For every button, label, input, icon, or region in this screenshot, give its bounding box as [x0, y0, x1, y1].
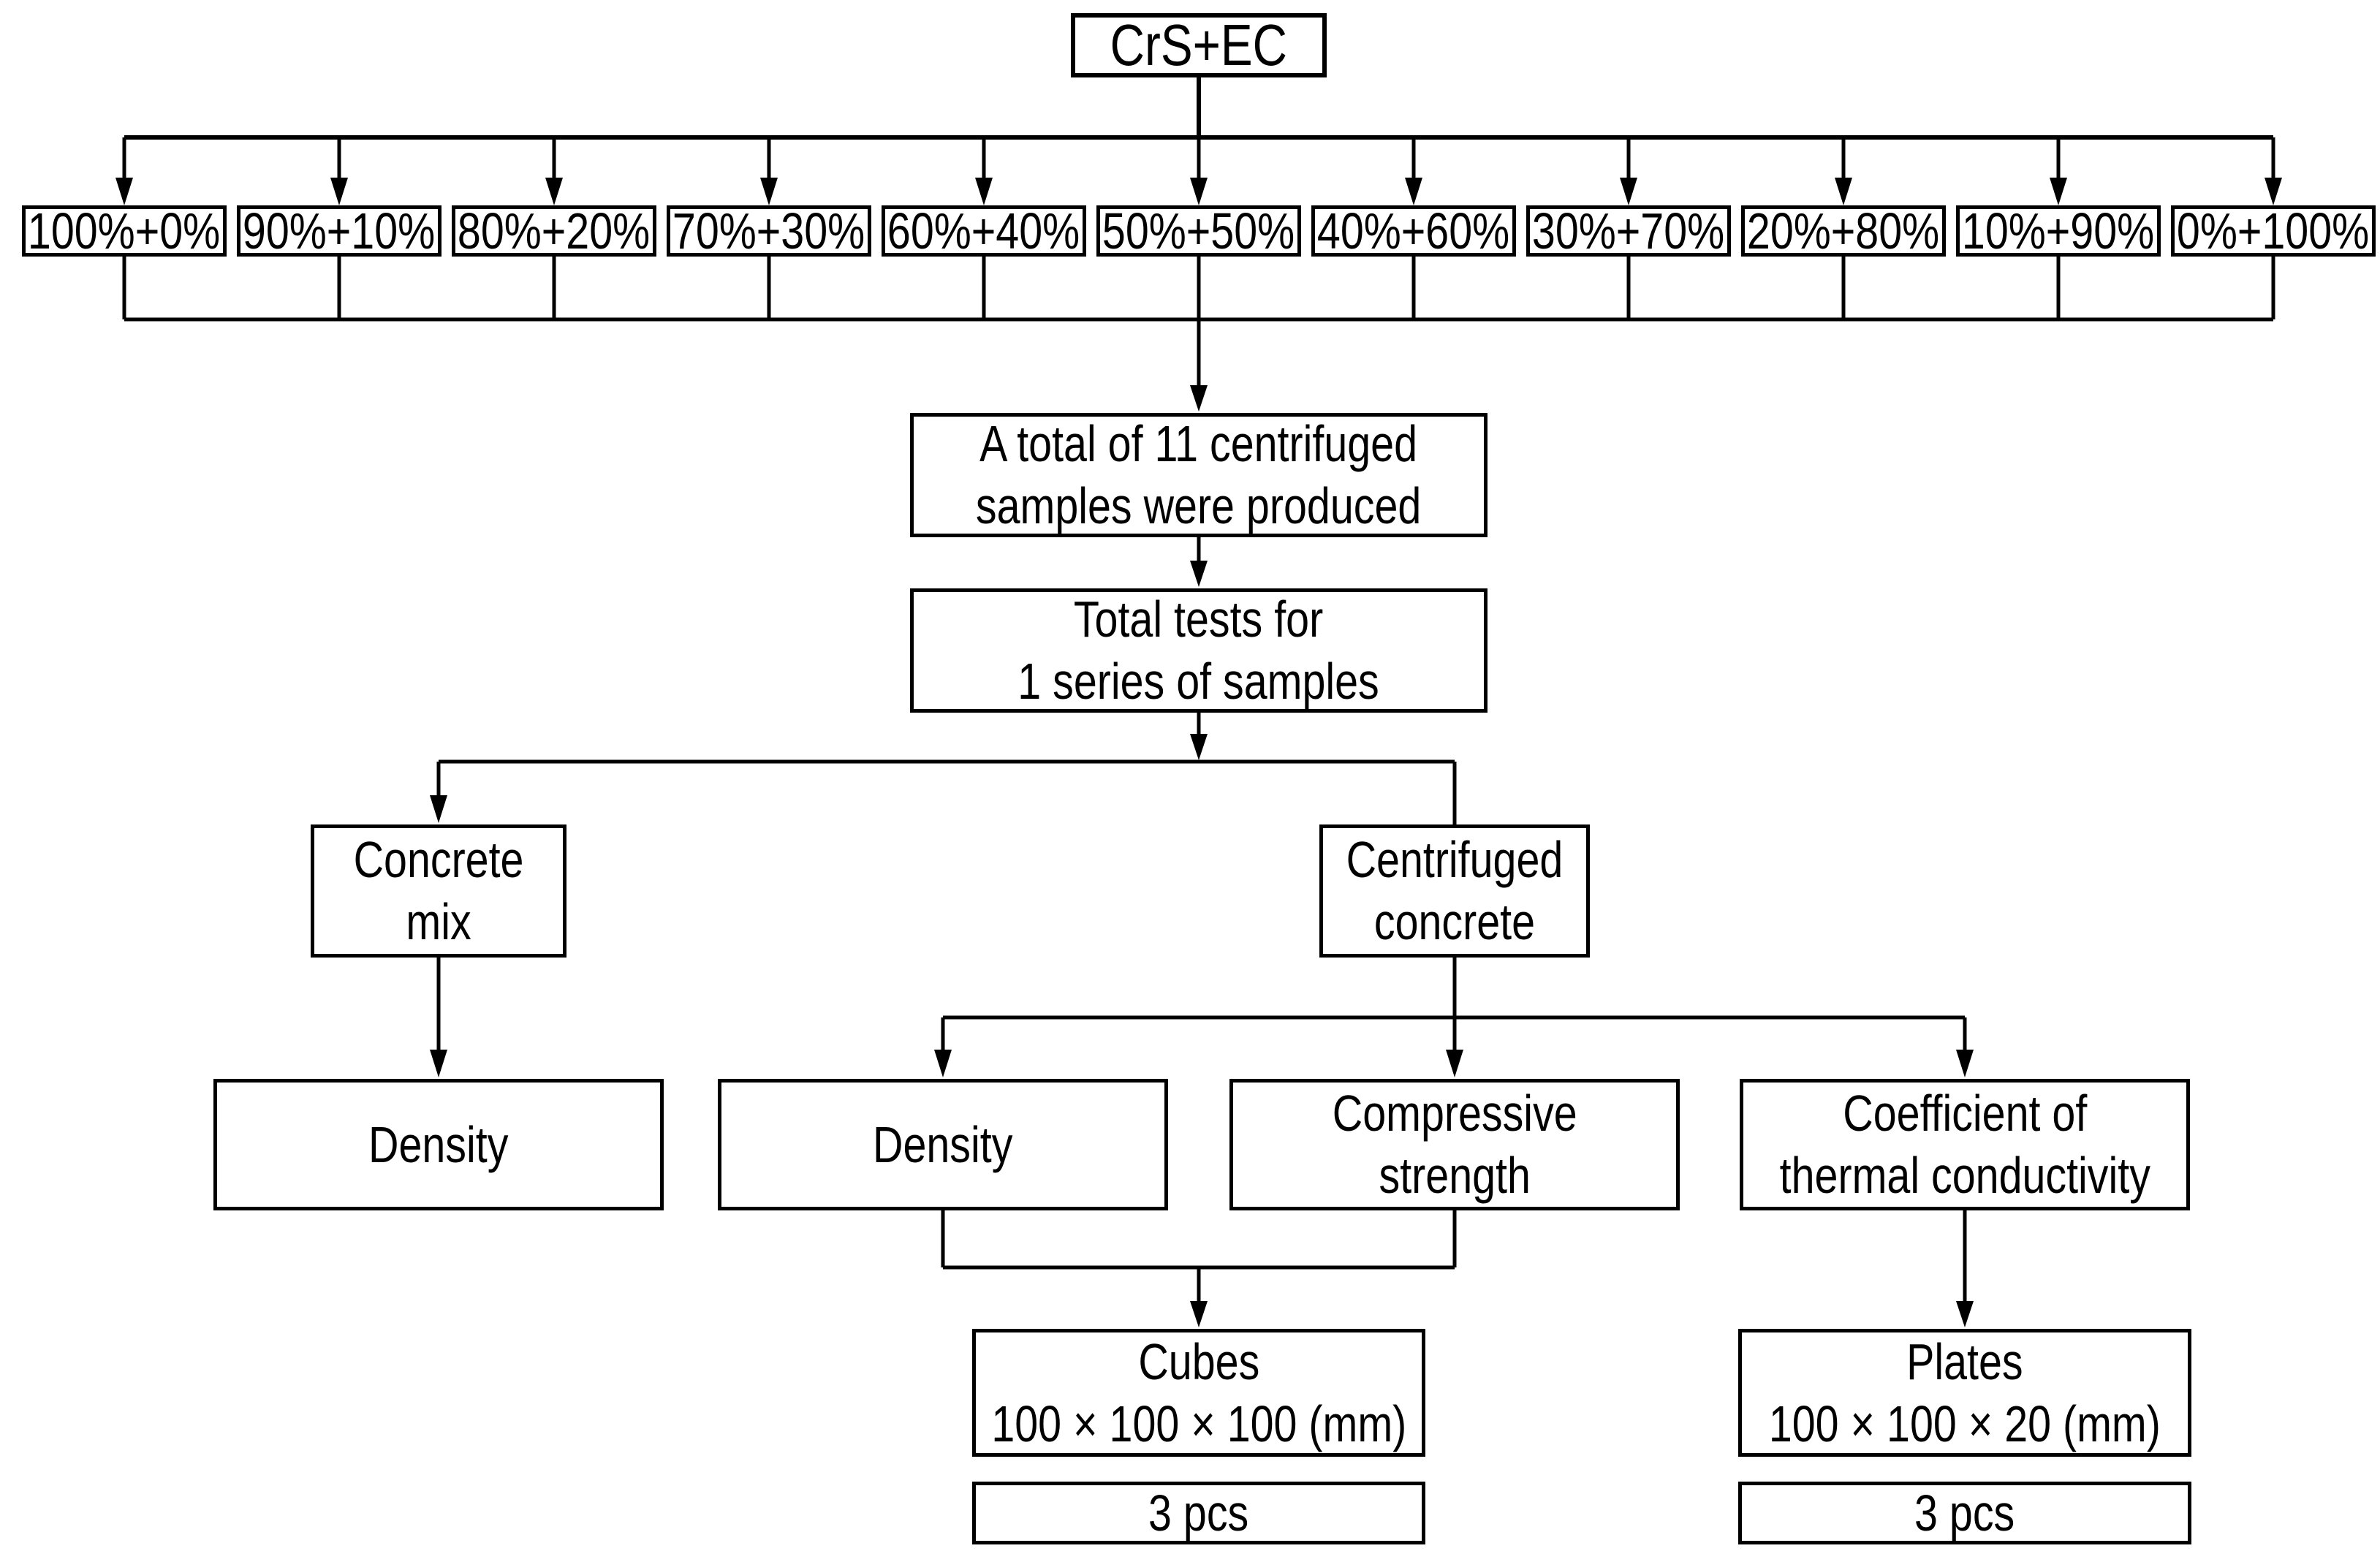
total-tests-line1: Total tests for — [1074, 591, 1324, 648]
centrifuged-concrete-box: Centrifuged concrete — [1319, 824, 1590, 958]
ratio-label: 40%+60% — [1317, 202, 1510, 259]
samples-produced-line1: A total of 11 centrifuged — [979, 415, 1418, 472]
plates-box: Plates 100 × 100 × 20 (mm) — [1738, 1329, 2191, 1457]
ratio-label: 50%+50% — [1102, 202, 1295, 259]
ratio-box-20-80: 20%+80% — [1741, 205, 1946, 257]
mix-density-box: Density — [213, 1079, 664, 1210]
ratio-box-100-0: 100%+0% — [22, 205, 227, 257]
concrete-mix-line2: mix — [406, 893, 471, 950]
ratio-label: 70%+30% — [672, 202, 865, 259]
ratio-box-0-100: 0%+100% — [2171, 205, 2376, 257]
samples-produced-box: A total of 11 centrifuged samples were p… — [910, 413, 1488, 537]
compressive-strength-line1: Compressive — [1332, 1085, 1577, 1142]
ratio-label: 90%+10% — [243, 202, 436, 259]
concrete-mix-box: Concrete mix — [311, 824, 566, 958]
plates-count-label: 3 pcs — [1914, 1485, 2015, 1542]
plates-line2: 100 × 100 × 20 (mm) — [1768, 1395, 2161, 1452]
ratio-box-40-60: 40%+60% — [1311, 205, 1516, 257]
thermal-conductivity-line1: Coefficient of — [1843, 1085, 2087, 1142]
ratio-box-70-30: 70%+30% — [667, 205, 871, 257]
thermal-conductivity-box: Coefficient of thermal conductivity — [1740, 1079, 2190, 1210]
cubes-line2: 100 × 100 × 100 (mm) — [991, 1395, 1406, 1452]
centrifuged-concrete-line1: Centrifuged — [1346, 831, 1564, 888]
ratio-box-60-40: 60%+40% — [882, 205, 1086, 257]
ratio-label: 10%+90% — [1962, 202, 2155, 259]
ratio-label: 30%+70% — [1532, 202, 1725, 259]
cubes-count-box: 3 pcs — [972, 1482, 1425, 1544]
ratio-box-30-70: 30%+70% — [1526, 205, 1731, 257]
ratio-box-10-90: 10%+90% — [1956, 205, 2161, 257]
concrete-mix-line1: Concrete — [353, 831, 524, 888]
ratio-label: 20%+80% — [1747, 202, 1940, 259]
samples-produced-line2: samples were produced — [976, 477, 1422, 534]
total-tests-line2: 1 series of samples — [1017, 653, 1380, 710]
root-label: CrS+EC — [1110, 12, 1288, 77]
ratio-box-90-10: 90%+10% — [237, 205, 441, 257]
ratio-label: 100%+0% — [28, 202, 221, 259]
plates-count-box: 3 pcs — [1738, 1482, 2191, 1544]
cubes-count-label: 3 pcs — [1148, 1485, 1249, 1542]
cubes-line1: Cubes — [1138, 1332, 1259, 1390]
total-tests-box: Total tests for 1 series of samples — [910, 588, 1488, 713]
compressive-strength-box: Compressive strength — [1229, 1079, 1680, 1210]
thermal-conductivity-line2: thermal conductivity — [1779, 1147, 2150, 1204]
centrifuged-concrete-line2: concrete — [1373, 893, 1536, 950]
cubes-box: Cubes 100 × 100 × 100 (mm) — [972, 1329, 1425, 1457]
ratio-box-50-50: 50%+50% — [1096, 205, 1301, 257]
plates-line1: Plates — [1906, 1332, 2023, 1390]
root-box: CrS+EC — [1071, 13, 1327, 77]
compressive-strength-line2: strength — [1379, 1147, 1531, 1204]
mix-density-label: Density — [368, 1116, 509, 1173]
centrifuged-density-label: Density — [873, 1116, 1013, 1173]
ratio-box-80-20: 80%+20% — [452, 205, 656, 257]
centrifuged-density-box: Density — [718, 1079, 1168, 1210]
ratio-label: 80%+20% — [458, 202, 651, 259]
ratio-label: 60%+40% — [887, 202, 1080, 259]
ratio-label: 0%+100% — [2177, 202, 2370, 259]
